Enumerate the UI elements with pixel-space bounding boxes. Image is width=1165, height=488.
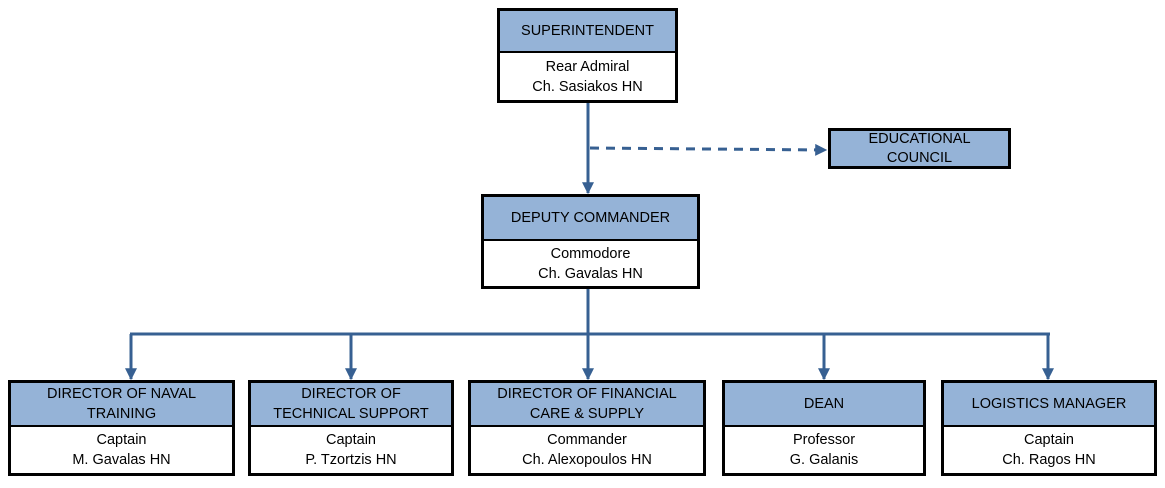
connector-dashed-to-council xyxy=(589,143,828,156)
director-financial-care-name: Ch. Alexopoulos HN xyxy=(522,452,652,468)
director-technical-support-rank: Captain xyxy=(326,432,376,448)
deputy-commander-rank: Commodore xyxy=(550,245,631,262)
educational-council-box: EDUCATIONAL COUNCIL xyxy=(828,128,1011,169)
superintendent-rank: Rear Admiral xyxy=(545,58,630,75)
dean-details: Professor G. Galanis xyxy=(725,427,923,473)
dean-title: DEAN xyxy=(725,383,923,427)
deputy-commander-details: Commodore Ch. Gavalas HN xyxy=(484,241,697,286)
director-technical-support-name: P. Tzortzis HN xyxy=(305,452,397,468)
logistics-manager-box: LOGISTICS MANAGER Captain Ch. Ragos HN xyxy=(941,380,1157,476)
director-naval-training-title: DIRECTOR OF NAVAL TRAINING xyxy=(11,383,232,427)
superintendent-box: SUPERINTENDENT Rear Admiral Ch. Sasiakos… xyxy=(497,8,678,103)
deputy-commander-box: DEPUTY COMMANDER Commodore Ch. Gavalas H… xyxy=(481,194,700,289)
director-naval-training-box: DIRECTOR OF NAVAL TRAINING Captain M. Ga… xyxy=(8,380,235,476)
director-financial-care-box: DIRECTOR OF FINANCIAL CARE & SUPPLY Comm… xyxy=(468,380,706,476)
logistics-manager-name: Ch. Ragos HN xyxy=(1002,452,1096,468)
dean-name: G. Galanis xyxy=(789,452,859,468)
director-naval-training-rank: Captain xyxy=(96,432,147,448)
director-financial-care-details: Commander Ch. Alexopoulos HN xyxy=(471,427,703,473)
director-technical-support-box: DIRECTOR OF TECHNICAL SUPPORT Captain P.… xyxy=(248,380,454,476)
director-technical-support-title: DIRECTOR OF TECHNICAL SUPPORT xyxy=(251,383,451,427)
director-naval-training-details: Captain M. Gavalas HN xyxy=(11,427,232,473)
logistics-manager-details: Captain Ch. Ragos HN xyxy=(944,427,1154,473)
logistics-manager-rank: Captain xyxy=(1024,432,1074,448)
director-naval-training-name: M. Gavalas HN xyxy=(72,452,171,468)
director-financial-care-title: DIRECTOR OF FINANCIAL CARE & SUPPLY xyxy=(471,383,703,427)
dean-rank: Professor xyxy=(792,432,856,448)
dean-box: DEAN Professor G. Galanis xyxy=(722,380,926,476)
director-financial-care-rank: Commander xyxy=(547,432,627,448)
deputy-commander-name: Ch. Gavalas HN xyxy=(538,265,643,282)
superintendent-title: SUPERINTENDENT xyxy=(500,11,675,53)
deputy-commander-title: DEPUTY COMMANDER xyxy=(484,197,697,241)
director-technical-support-details: Captain P. Tzortzis HN xyxy=(251,427,451,473)
logistics-manager-title: LOGISTICS MANAGER xyxy=(944,383,1154,427)
superintendent-name: Ch. Sasiakos HN xyxy=(532,78,643,95)
superintendent-details: Rear Admiral Ch. Sasiakos HN xyxy=(500,53,675,100)
